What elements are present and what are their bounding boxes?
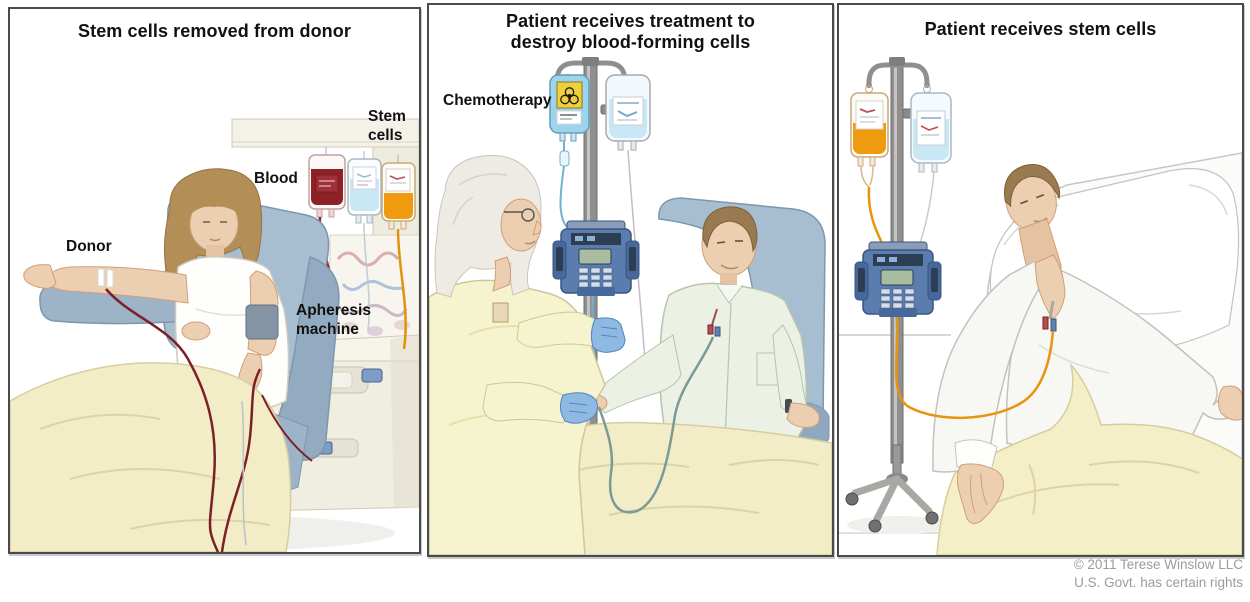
saline-bag [910, 85, 952, 264]
label-blood: Blood [254, 170, 298, 187]
label-apheresis-machine: Apheresis machine [296, 302, 371, 338]
label-stem-cells: Stem cells [368, 108, 406, 144]
central-line [1042, 300, 1057, 332]
blood-pressure-cuff [245, 304, 279, 340]
glove-on-pump [590, 317, 626, 353]
panel2-title: Patient receives treatment to destroy bl… [506, 11, 755, 52]
stem-cell-tube [894, 316, 1055, 420]
blood-tubes [105, 288, 313, 552]
panel3-artwork [839, 57, 1242, 555]
glasses-icon [521, 208, 535, 222]
label-donor: Donor [66, 238, 112, 255]
rights-line: U.S. Govt. has certain rights [1074, 575, 1243, 590]
patient-hand [954, 439, 1004, 525]
panel2-artwork [429, 57, 832, 555]
panel-patient-receives-stem-cells: Patient receives stem cells [837, 3, 1244, 557]
stem-cell-bag [850, 85, 889, 251]
chemotherapy-bag [549, 72, 590, 230]
panel1-artwork [10, 118, 419, 552]
pole-base [845, 444, 951, 534]
nurse-figure [429, 155, 626, 555]
label-chemotherapy: Chemotherapy [443, 92, 552, 109]
copyright-line: © 2011 Terese Winslow LLC [1073, 557, 1243, 572]
saline-bag [605, 72, 651, 362]
plasma-bag [347, 151, 382, 332]
id-badge [492, 302, 509, 323]
panel3-title: Patient receives stem cells [924, 19, 1157, 39]
stem-cell-bag [381, 155, 416, 350]
central-line [707, 308, 721, 337]
copyright-credit: © 2011 Terese Winslow LLC U.S. Govt. has… [1074, 556, 1243, 592]
caster-wheel [868, 519, 882, 533]
panel-patient-receives-treatment: Patient receives treatment to destroy bl… [427, 3, 834, 557]
blanket [936, 362, 1242, 555]
caster-wheel [845, 492, 859, 506]
glove-on-hand [559, 392, 599, 424]
panel1-title: Stem cells removed from donor [78, 21, 351, 41]
biohazard-label [556, 81, 583, 109]
chemo-tube [597, 336, 715, 514]
blanket [10, 362, 292, 552]
biohazard-icon [560, 87, 579, 105]
drip-chamber [559, 150, 570, 167]
caster-wheel [925, 511, 939, 525]
panel-stem-cells-removed: Stem cells removed from donor Donor Bloo… [8, 7, 421, 554]
